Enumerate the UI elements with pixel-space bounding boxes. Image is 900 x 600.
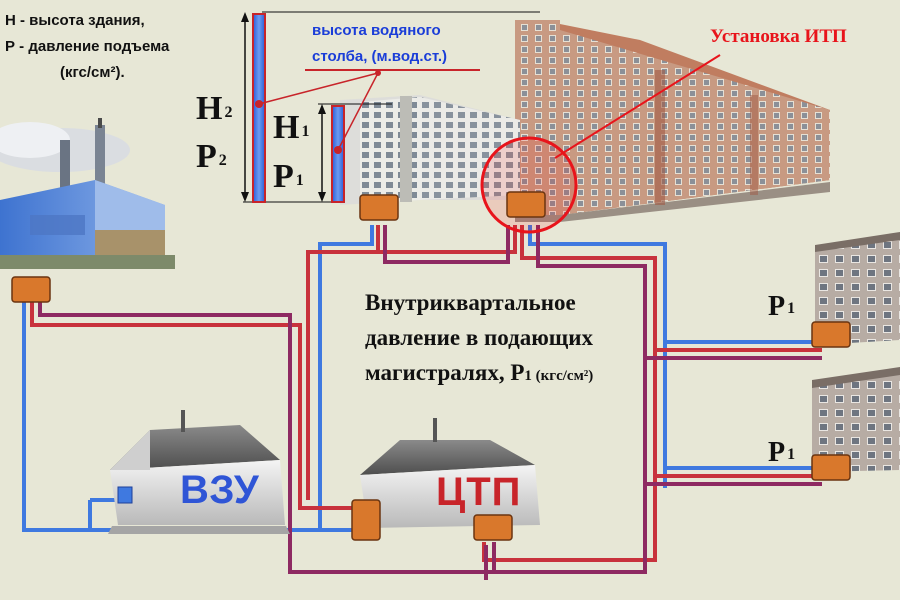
intra-block-line1: Внутриквартальное [365, 290, 576, 315]
node-boxes [11, 191, 851, 541]
vzu-label: ВЗУ [180, 468, 260, 512]
house-right-top [815, 232, 900, 345]
legend-units: (кгс/см²). [60, 64, 125, 81]
ctp-label: ЦТП [436, 470, 522, 514]
node-box-mid-building [359, 194, 399, 221]
house-right-bottom [812, 367, 900, 472]
boiler-plant [0, 118, 175, 269]
node-box-house-bottom [811, 454, 851, 481]
node-box-ctp-left [351, 499, 381, 541]
chimney [60, 140, 70, 220]
intra-block-line3: магистралях, Р1 (кгс/см²) [365, 360, 594, 385]
ctp-station [360, 418, 540, 528]
legend-height: Н - высота здания, [5, 12, 145, 29]
water-column-note-line2: столба, (м.вод.ст.) [312, 48, 448, 65]
mid-apartment-building [340, 95, 520, 205]
itp-note: Установка ИТП [710, 26, 847, 47]
water-column-note-line1: высота водяного [312, 22, 441, 39]
vzu-station [108, 410, 290, 534]
tall-apartment-building [515, 20, 830, 222]
node-box-itp [506, 191, 546, 218]
intra-block-line2: давление в подающих [365, 325, 593, 350]
itp-highlight-circle [480, 54, 721, 234]
note-leader-lines [258, 69, 480, 151]
legend-pressure: Р - давление подъема [5, 38, 170, 55]
node-box-plant [11, 276, 51, 303]
water-column-h1 [318, 103, 392, 203]
water-column-h2 [241, 11, 540, 203]
return-pipes [38, 225, 822, 580]
chimney [95, 125, 105, 205]
node-box-ctp-bottom [473, 514, 513, 541]
pipe-network [22, 225, 822, 580]
node-box-house-top [811, 321, 851, 348]
